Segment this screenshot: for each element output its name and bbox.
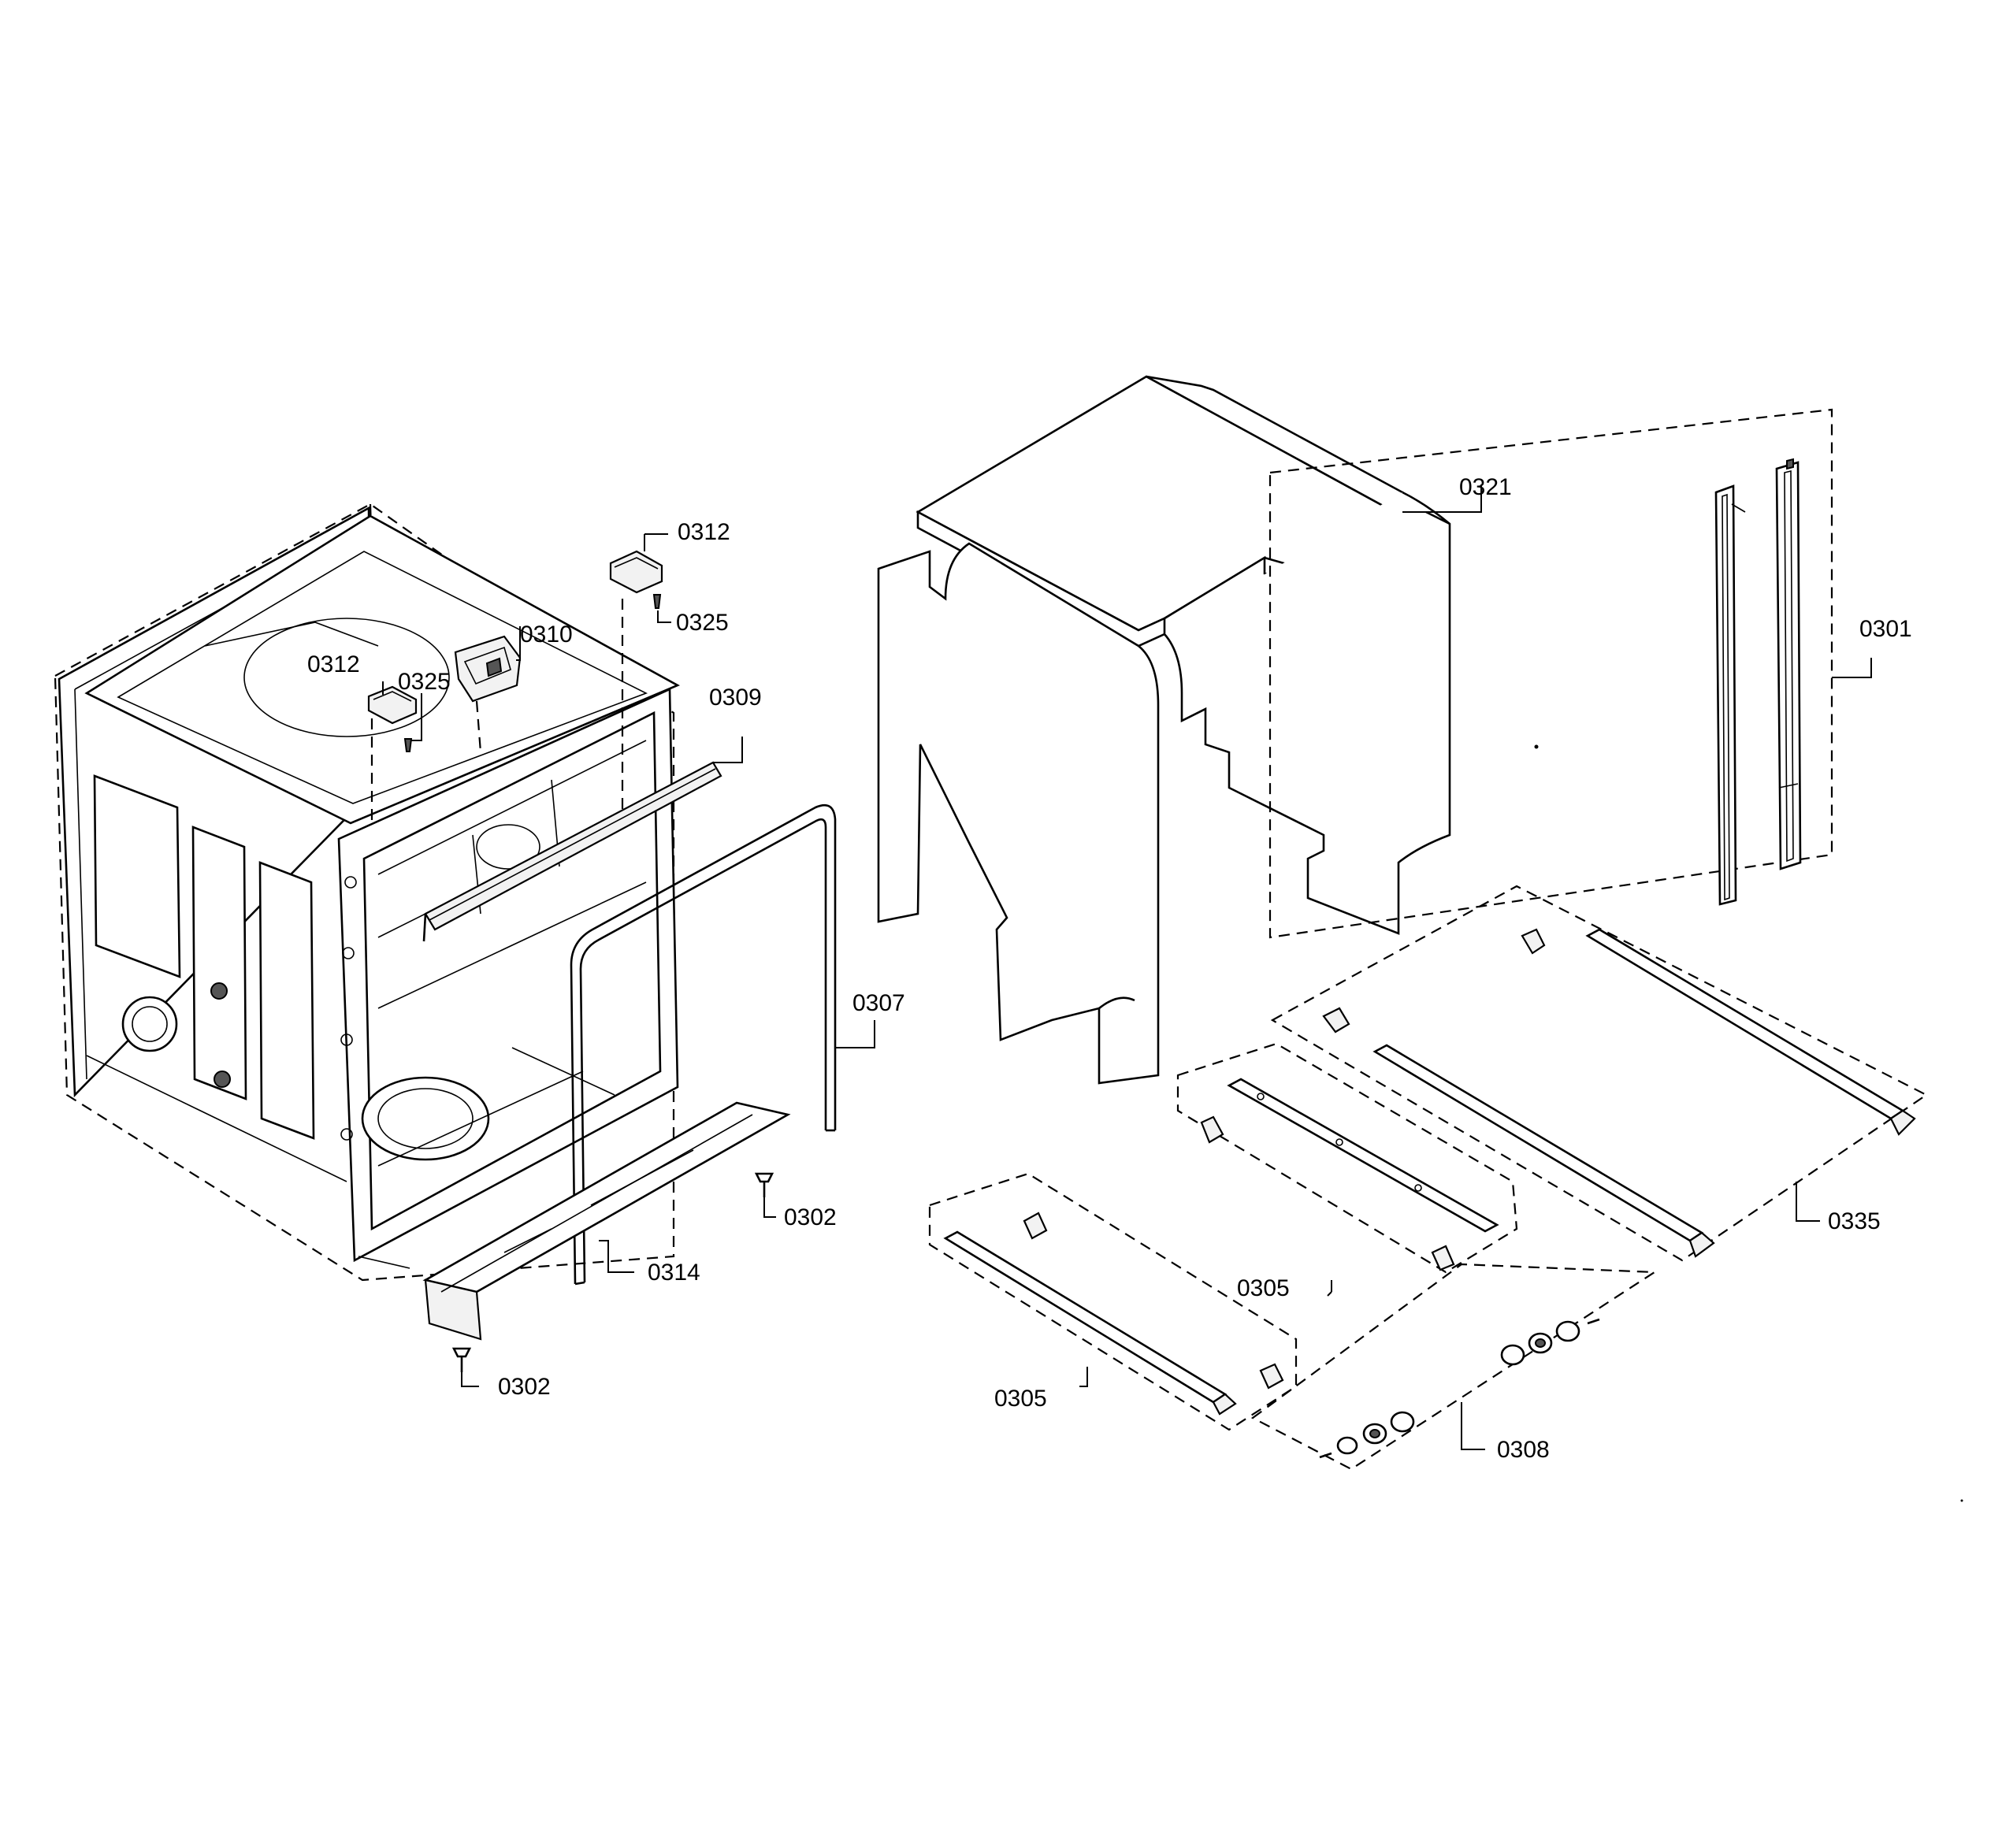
- screw-0325-lower: [403, 738, 413, 752]
- screw-0302-left: [451, 1347, 472, 1372]
- callout-0302-left: 0302: [498, 1374, 551, 1400]
- hinge-bracket-0312-upper: [609, 550, 663, 594]
- callout-0307: 0307: [852, 990, 905, 1016]
- rail-0305-lower: [928, 1172, 1298, 1431]
- dishwasher-tub: [54, 503, 680, 1282]
- callout-0305-upper: 0305: [1237, 1275, 1290, 1301]
- callout-0312-lower: 0312: [307, 651, 360, 677]
- callout-0308: 0308: [1497, 1437, 1550, 1463]
- side-strips-0301: [1268, 408, 1833, 939]
- door-gasket-0307: [570, 803, 837, 1286]
- rail-0305-upper: [1176, 1042, 1518, 1274]
- callout-0325-lower: 0325: [398, 669, 451, 695]
- top-rail-0309: [422, 761, 722, 942]
- screw-0325-upper: [652, 594, 662, 609]
- leader-lines: [382, 484, 1872, 1450]
- roller-kit-0308: [1250, 1263, 1658, 1471]
- callout-0305-lower: 0305: [994, 1386, 1047, 1412]
- insulation-blanket-0321: [877, 375, 1451, 1085]
- callout-0312-upper: 0312: [678, 519, 730, 545]
- screw-0302-right: [754, 1172, 774, 1197]
- hinge-bracket-0312-lower: [367, 685, 418, 725]
- callout-0301: 0301: [1859, 616, 1912, 642]
- rail-assembly-0335: [1270, 885, 1929, 1262]
- callout-0310: 0310: [520, 622, 573, 648]
- callout-0325-upper: 0325: [676, 610, 729, 636]
- callout-0335: 0335: [1828, 1208, 1881, 1234]
- callout-0321: 0321: [1459, 474, 1512, 500]
- bottom-trim-0314: [422, 1101, 791, 1341]
- callout-0314: 0314: [648, 1260, 700, 1286]
- hinge-0310: [454, 635, 522, 703]
- callout-0302-right: 0302: [784, 1204, 837, 1230]
- callout-0309: 0309: [709, 685, 762, 711]
